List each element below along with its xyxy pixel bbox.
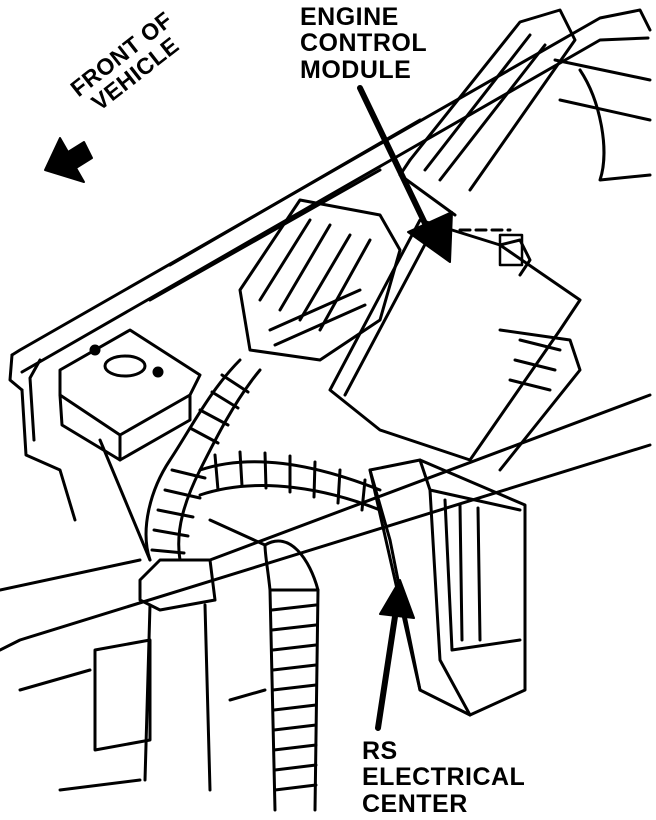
rs-pointer-arrow bbox=[375, 579, 415, 731]
rs-label-line-2: ELECTRICAL bbox=[362, 763, 526, 792]
lower-bracket bbox=[18, 558, 267, 792]
harness-connectors bbox=[238, 198, 582, 472]
wiring-harness bbox=[144, 358, 382, 562]
fender-panel bbox=[0, 8, 652, 652]
ecm-label-line-1: ENGINE bbox=[300, 3, 399, 31]
rs-electrical-center-label: RS ELECTRICAL CENTER bbox=[362, 738, 525, 817]
front-direction-arrow bbox=[44, 137, 93, 183]
engine-control-module-label: ENGINE CONTROL MODULE bbox=[300, 4, 427, 83]
mounting-bracket bbox=[58, 328, 202, 462]
rs-label-line-1: RS bbox=[362, 737, 398, 765]
vertical-conduit bbox=[208, 518, 320, 812]
engine-control-module bbox=[328, 218, 582, 462]
ecm-label-line-2: CONTROL bbox=[300, 29, 428, 58]
ecm-label-line-3: MODULE bbox=[300, 55, 412, 84]
rs-electrical-center bbox=[368, 458, 527, 717]
ecm-pointer-arrow bbox=[357, 85, 453, 263]
rs-label-line-3: CENTER bbox=[362, 789, 468, 818]
